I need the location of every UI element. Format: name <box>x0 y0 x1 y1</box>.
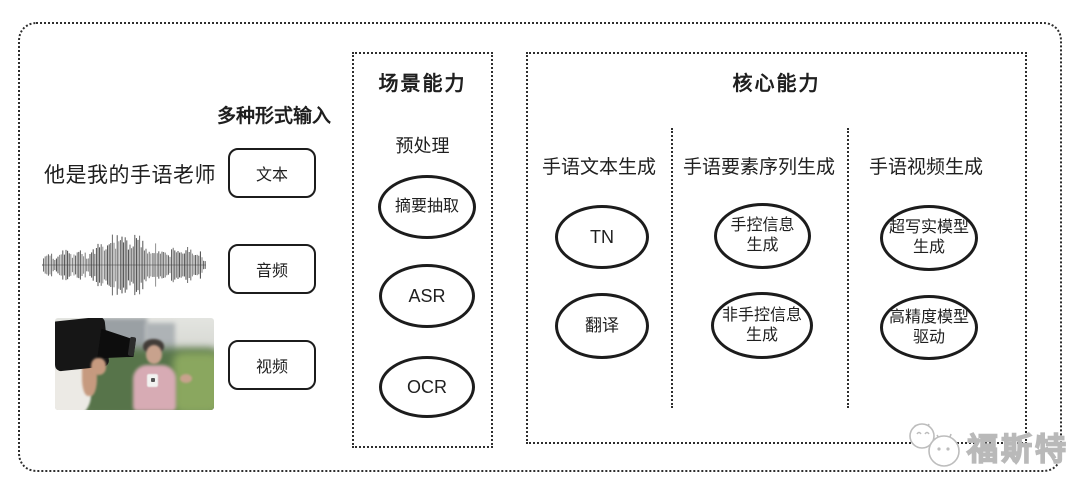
column-header-element-sequence-generation: 手语要素序列生成 <box>682 157 835 178</box>
modality-box-audio: 音频 <box>228 244 316 294</box>
node-hyperreal-model-generation: 超写实模型 生成 <box>880 205 978 271</box>
column-header-text-generation: 手语文本生成 <box>541 157 656 178</box>
node-tn: TN <box>555 205 649 269</box>
photo-reporter-jacket <box>133 365 176 410</box>
column-divider <box>847 128 849 408</box>
scene-capability-box: 场景能力 预处理 <box>352 52 493 448</box>
watermark: 福斯特 <box>901 419 1071 473</box>
scene-box-title: 场景能力 <box>378 73 467 95</box>
node-translation: 翻译 <box>555 293 649 359</box>
node-high-precision-model-driving: 高精度模型 驱动 <box>880 295 978 360</box>
photo-cameraman-hand <box>91 358 106 375</box>
node-summary-extraction: 摘要抽取 <box>378 175 476 239</box>
node-manual-info-generation: 手控信息 生成 <box>714 203 811 269</box>
audio-waveform-icon <box>42 234 206 296</box>
node-asr: ASR <box>379 264 475 328</box>
node-ocr: OCR <box>379 356 475 418</box>
modality-box-text: 文本 <box>228 148 316 198</box>
watermark-text: 福斯特 <box>966 431 1069 467</box>
node-non-manual-info-generation: 非手控信息 生成 <box>711 292 813 359</box>
photo-microphone-logo <box>151 378 155 382</box>
modality-box-video: 视频 <box>228 340 316 390</box>
core-box-title: 核心能力 <box>732 73 821 95</box>
column-header-video-generation: 手语视频生成 <box>868 157 983 178</box>
photo-hedge-shape <box>173 352 214 410</box>
video-still-image <box>55 318 214 410</box>
modality-label: 文本 <box>255 167 288 184</box>
photo-reporter-hand <box>180 374 192 383</box>
preprocess-label: 预处理 <box>395 136 450 156</box>
core-capability-box: 核心能力 <box>526 52 1027 444</box>
two-cats-logo-icon <box>909 423 960 467</box>
input-section-label: 多种形式输入 <box>216 106 331 127</box>
modality-label: 视频 <box>255 359 288 376</box>
outer-dotted-border <box>18 22 1062 472</box>
column-divider <box>671 128 673 408</box>
modality-label: 音频 <box>255 263 288 280</box>
photo-reporter-face <box>146 345 162 364</box>
sample-sentence-text: 他是我的手语老师 <box>44 164 216 187</box>
